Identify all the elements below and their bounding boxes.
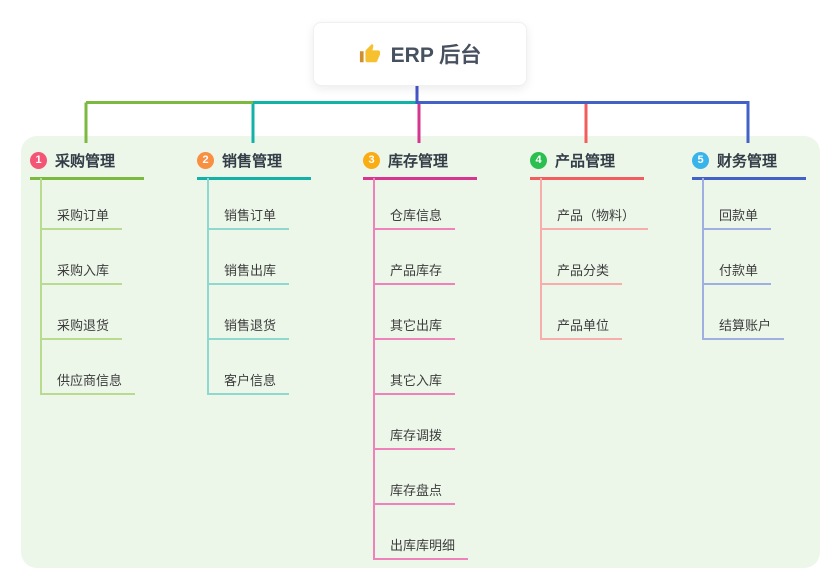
child-node[interactable]: 结算账户 [702, 316, 785, 340]
branch-badge: 3 [363, 151, 380, 169]
root-title: ERP 后台 [390, 44, 482, 67]
child-node[interactable]: 销售订单 [207, 206, 290, 230]
branch-node-3[interactable]: 3 库存管理 [363, 150, 477, 180]
branch-rail [207, 178, 209, 395]
child-node[interactable]: 供应商信息 [40, 371, 136, 395]
child-node[interactable]: 采购入库 [40, 261, 123, 285]
branch-node-2[interactable]: 2 销售管理 [197, 150, 311, 180]
root-node[interactable]: ERP 后台 [313, 22, 527, 86]
child-node[interactable]: 客户信息 [207, 371, 290, 395]
child-node[interactable]: 其它入库 [373, 371, 456, 395]
child-node[interactable]: 产品分类 [540, 261, 623, 285]
branch-title-label: 产品管理 [555, 152, 616, 170]
branch-node-1[interactable]: 1 采购管理 [30, 150, 144, 180]
child-node[interactable]: 回款单 [702, 206, 772, 230]
child-node[interactable]: 采购退货 [40, 316, 123, 340]
child-node[interactable]: 出库库明细 [373, 536, 469, 560]
branch-badge: 4 [530, 151, 547, 169]
branch-title-label: 财务管理 [717, 152, 778, 170]
branch-rail [40, 178, 42, 395]
branch-node-4[interactable]: 4 产品管理 [530, 150, 644, 180]
child-node[interactable]: 库存盘点 [373, 481, 456, 505]
child-node[interactable]: 其它出库 [373, 316, 456, 340]
branch-title-label: 库存管理 [388, 152, 449, 170]
child-node[interactable]: 采购订单 [40, 206, 123, 230]
child-node[interactable]: 付款单 [702, 261, 772, 285]
branch-badge: 5 [692, 151, 709, 169]
child-node[interactable]: 库存调拨 [373, 426, 456, 450]
child-node[interactable]: 销售退货 [207, 316, 290, 340]
thumbs-up-icon [359, 43, 381, 65]
branch-badge: 2 [197, 151, 214, 169]
branch-node-5[interactable]: 5 财务管理 [692, 150, 806, 180]
branch-title-label: 采购管理 [55, 152, 116, 170]
child-node[interactable]: 产品单位 [540, 316, 623, 340]
child-node[interactable]: 产品（物料） [540, 206, 649, 230]
branch-badge: 1 [30, 151, 47, 169]
branch-rail [702, 178, 704, 340]
branch-title-label: 销售管理 [222, 152, 283, 170]
child-node[interactable]: 产品库存 [373, 261, 456, 285]
branch-rail [373, 178, 375, 560]
branch-rail [540, 178, 542, 340]
child-node[interactable]: 仓库信息 [373, 206, 456, 230]
child-node[interactable]: 销售出库 [207, 261, 290, 285]
branches-panel [21, 136, 820, 568]
